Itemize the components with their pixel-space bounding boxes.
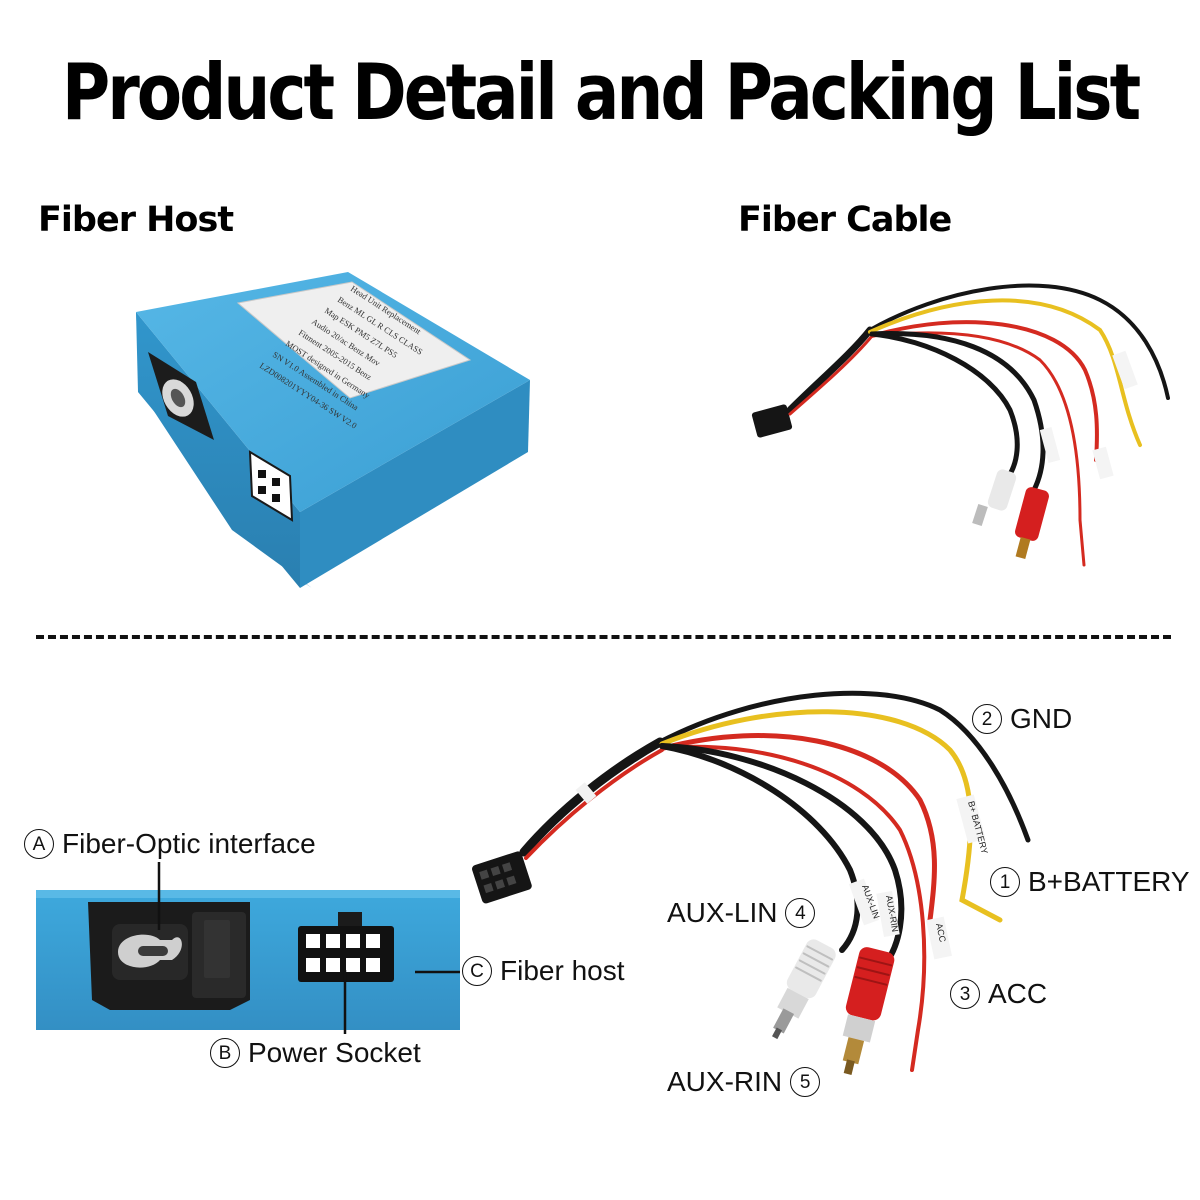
marker-2-icon: 2 (972, 704, 1002, 734)
callout-aux-lin: AUX-LIN 4 (667, 897, 816, 929)
marker-1-icon: 1 (990, 867, 1020, 897)
marker-a-icon: A (24, 829, 54, 859)
fiber-cable-photo (751, 283, 1170, 567)
callout-acc: 3 ACC (950, 978, 1047, 1010)
callout-aux-rin: AUX-RIN 5 (667, 1066, 821, 1098)
marker-b-icon: B (210, 1038, 240, 1068)
callout-gnd-text: GND (1010, 703, 1073, 734)
tag-acc: ACC (934, 922, 948, 943)
callout-aux-rin-text: AUX-RIN (667, 1066, 783, 1097)
marker-3-icon: 3 (950, 979, 980, 1009)
callout-fiber-optic-interface: A Fiber-Optic interface (24, 828, 316, 860)
callout-c-text: Fiber host (500, 955, 625, 986)
fiber-host-box-photo (136, 272, 530, 588)
callout-fiber-host: C Fiber host (462, 955, 625, 987)
marker-5-icon: 5 (790, 1067, 821, 1097)
fiber-host-label: Fiber Host (38, 200, 234, 240)
fiber-cable-labelled-view: B+ BATTERY ACC AUX-LIN AUX-RIN (472, 690, 1031, 1075)
callout-power-socket: B Power Socket (210, 1037, 421, 1069)
callout-battery: 1 B+BATTERY (990, 866, 1190, 898)
callout-b-text: Power Socket (248, 1037, 421, 1068)
callout-gnd: 2 GND (972, 703, 1072, 735)
section-divider (36, 635, 1171, 639)
callout-a-text: Fiber-Optic interface (62, 828, 316, 859)
fiber-cable-label: Fiber Cable (738, 200, 952, 240)
marker-c-icon: C (462, 956, 492, 986)
callout-aux-lin-text: AUX-LIN (667, 897, 778, 928)
fiber-host-front-view (36, 862, 460, 1034)
marker-4-icon: 4 (785, 898, 816, 928)
callout-acc-text: ACC (988, 978, 1048, 1009)
page-title: Product Detail and Packing List (61, 46, 1141, 138)
callout-battery-text: B+BATTERY (1028, 866, 1190, 897)
